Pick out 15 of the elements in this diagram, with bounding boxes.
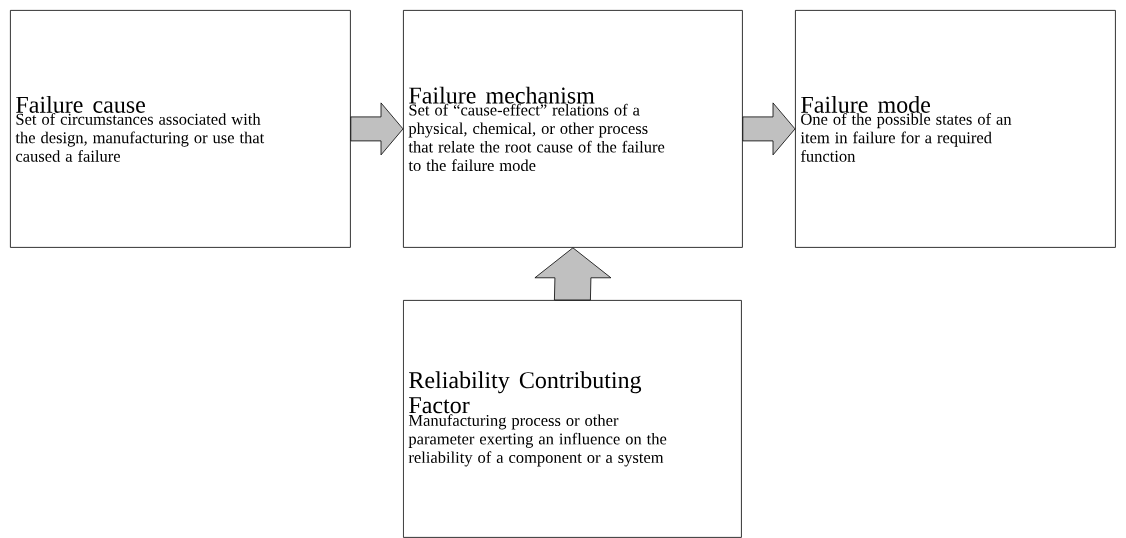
box-description: One of the possible states of an item in failure for a required function: [800, 113, 1012, 162]
box-title: Failure mechanism: [409, 86, 595, 104]
box-title: Reliability Contributing Factor: [409, 371, 642, 414]
block-arrow: [742, 102, 796, 156]
box-description: Set of “cause-effect” relations of a physical, chemical, or other process that relate the root cause of the failure to the failure mode: [408, 103, 665, 172]
process-box: [403, 300, 742, 538]
box-description: Set of circumstances associated with the design, manufacturing or use that caused a failure: [15, 113, 265, 162]
block-arrow: [350, 102, 404, 156]
box-description: Manufacturing process or other parameter exerting an influence on the reliability of a component or a system: [408, 414, 667, 467]
process-box: [795, 10, 1116, 248]
process-box: [10, 10, 351, 248]
block-arrow: [534, 247, 612, 301]
box-title: Failure cause: [16, 96, 145, 113]
box-title: Failure mode: [801, 96, 930, 113]
process-box: [403, 10, 743, 248]
